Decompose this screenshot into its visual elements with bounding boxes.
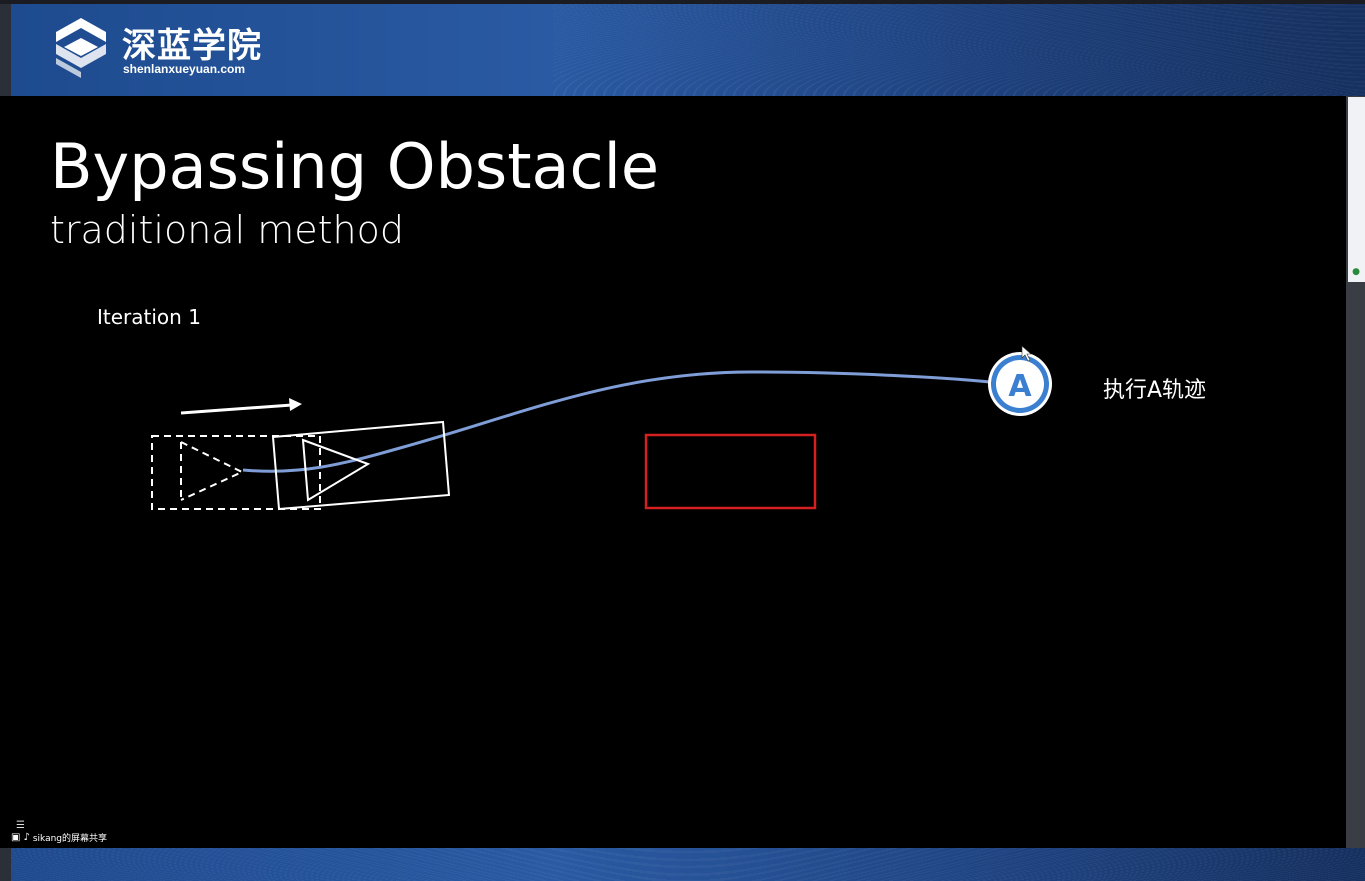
screen-share-status: ▣ ♪ sikang的屏幕共享 [11, 826, 107, 848]
menu-icon[interactable]: ☰ [16, 820, 25, 831]
slide-title: Bypassing Obstacle [50, 130, 659, 203]
current-vehicle-footprint [271, 420, 451, 511]
right-edge-strip [1346, 96, 1365, 848]
brand-domain: shenlanxueyuan.com [123, 62, 246, 76]
slide-subtitle: traditional method [50, 208, 404, 252]
shenlan-logo-icon [56, 18, 106, 78]
obstacle-box [644, 433, 817, 510]
obstacle-diagram: A [151, 345, 1052, 511]
screen-share-icon: ▣ [11, 831, 21, 843]
brand-footer [11, 848, 1365, 881]
brand-name-cn: 深蓝学院 [122, 26, 262, 66]
audio-indicator-icon: ● [1352, 267, 1360, 277]
mouse-pointer-icon [1021, 345, 1032, 362]
trajectory-a-curve [242, 370, 991, 473]
motion-direction-arrow [180, 398, 302, 415]
slide-canvas [0, 96, 1346, 848]
window-top-border [0, 0, 1365, 4]
trajectory-a-label: 执行A轨迹 [1103, 378, 1207, 403]
iteration-label: Iteration 1 [97, 305, 201, 329]
brand-header [11, 4, 1365, 96]
side-panel: ● [1348, 97, 1365, 282]
screen-share-label: sikang的屏幕共享 [32, 833, 108, 844]
microphone-icon[interactable]: ♪ [23, 831, 30, 843]
trajectory-marker-letter: A [1008, 369, 1032, 404]
trajectory-a-marker: A [988, 352, 1052, 416]
previous-vehicle-footprint [151, 435, 321, 510]
